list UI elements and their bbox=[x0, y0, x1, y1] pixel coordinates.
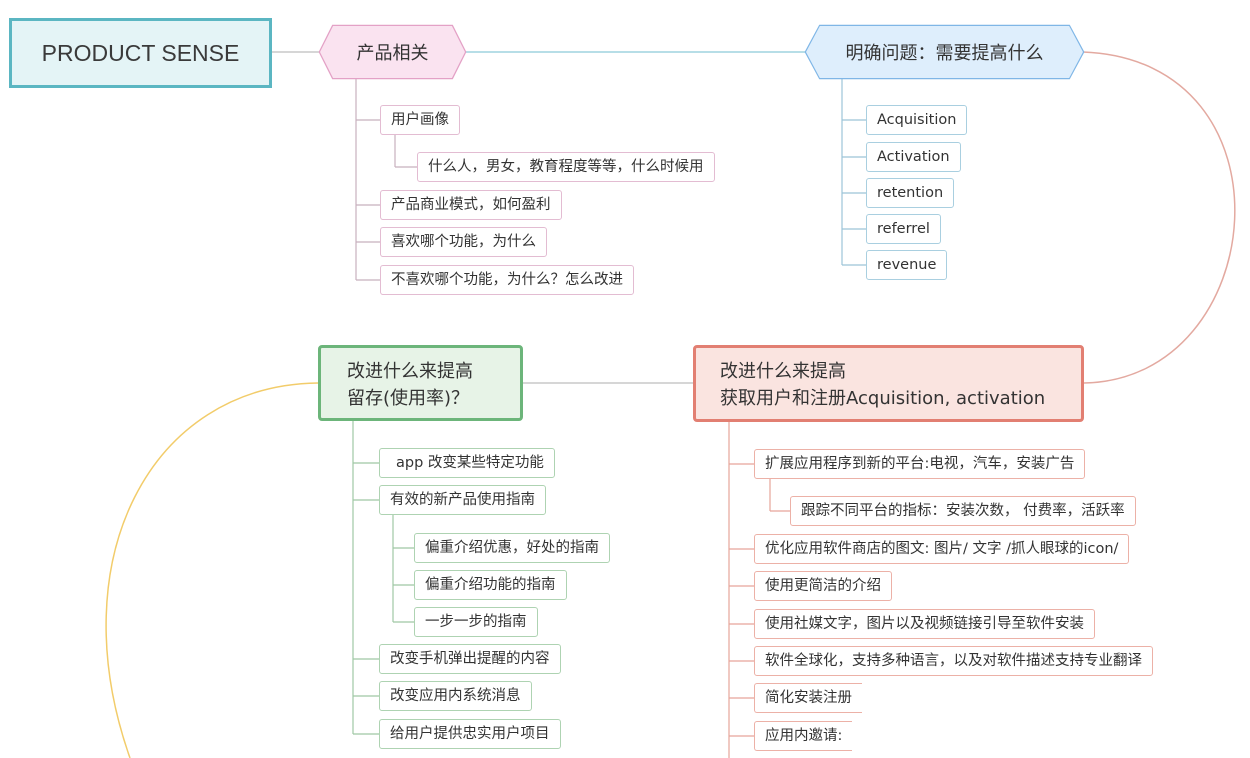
retention-item-label: app 改变某些特定功能 bbox=[396, 455, 544, 471]
product-item-persona-detail[interactable]: 什么人，男女，教育程度等等，什么时候用 bbox=[417, 152, 715, 182]
product-item-business-model[interactable]: 产品商业模式，如何盈利 bbox=[380, 190, 562, 220]
retention-item-label: 改变手机弹出提醒的内容 bbox=[390, 651, 550, 667]
retention-item-system-message[interactable]: 改变应用内系统消息 bbox=[379, 681, 532, 711]
metrics-acquisition-curve bbox=[1082, 51, 1236, 384]
acquisition-node[interactable]: 改进什么来提高 获取用户和注册Acquisition, activation bbox=[693, 345, 1084, 422]
retention-line-2: 留存(使用率)？ bbox=[347, 388, 470, 409]
metrics-item-label: retention bbox=[877, 185, 944, 201]
product-item-persona[interactable]: 用户画像 bbox=[380, 105, 460, 135]
acquisition-item-globalization[interactable]: 软件全球化，支持多种语言，以及对软件描述支持专业翻译 bbox=[754, 646, 1153, 676]
metrics-item-label: referrel bbox=[877, 221, 930, 237]
root-node[interactable]: PRODUCT SENSE bbox=[9, 18, 272, 88]
acquisition-item-social-media[interactable]: 使用社媒文字，图片以及视频链接引导至软件安装 bbox=[754, 609, 1095, 639]
acquisition-item-label: 使用社媒文字，图片以及视频链接引导至软件安装 bbox=[765, 616, 1084, 632]
acquisition-item-concise-intro[interactable]: 使用更简洁的介绍 bbox=[754, 571, 892, 601]
retention-line-1: 改进什么来提高 bbox=[347, 361, 473, 382]
product-node[interactable]: 产品相关 bbox=[320, 26, 465, 78]
metrics-tree-lines bbox=[841, 78, 866, 266]
acquisition-item-label: 软件全球化，支持多种语言，以及对软件描述支持专业翻译 bbox=[765, 653, 1142, 669]
acquisition-item-label: 优化应用软件商店的图文: 图片/ 文字 /抓人眼球的icon/ bbox=[765, 541, 1119, 557]
retention-item-label: 偏重介绍优惠，好处的指南 bbox=[425, 540, 599, 556]
acquisition-line-1: 改进什么来提高 bbox=[720, 361, 846, 382]
metrics-item-retention[interactable]: retention bbox=[866, 178, 955, 208]
acquisition-line-2: 获取用户和注册Acquisition, activation bbox=[720, 388, 1046, 409]
product-item-label: 不喜欢哪个功能，为什么？怎么改进 bbox=[391, 272, 623, 288]
metrics-item-activation[interactable]: Activation bbox=[866, 142, 961, 172]
metrics-item-label: Activation bbox=[877, 149, 950, 165]
retention-item-push-content[interactable]: 改变手机弹出提醒的内容 bbox=[379, 644, 561, 674]
product-item-label: 用户画像 bbox=[391, 112, 449, 128]
retention-item-label: 给用户提供忠实用户项目 bbox=[390, 726, 550, 742]
product-item-disliked-feature[interactable]: 不喜欢哪个功能，为什么？怎么改进 bbox=[380, 265, 634, 295]
acquisition-item-label: 跟踪不同平台的指标：安装次数， 付费率，活跃率 bbox=[801, 503, 1125, 519]
product-item-label: 什么人，男女，教育程度等等，什么时候用 bbox=[428, 159, 704, 175]
metrics-node[interactable]: 明确问题：需要提高什么 bbox=[806, 26, 1083, 78]
metrics-item-label: Acquisition bbox=[877, 112, 957, 128]
acquisition-item-in-app-invite[interactable]: 应用内邀请: bbox=[754, 721, 853, 751]
retention-tree-lines bbox=[352, 421, 414, 735]
product-item-label: 喜欢哪个功能，为什么 bbox=[391, 234, 536, 250]
retention-node[interactable]: 改进什么来提高 留存(使用率)？ bbox=[318, 345, 523, 421]
acquisition-item-label: 应用内邀请: bbox=[765, 728, 843, 744]
metrics-label: 明确问题：需要提高什么 bbox=[845, 43, 1044, 64]
retention-item-label: 偏重介绍功能的指南 bbox=[425, 577, 556, 593]
retention-item-change-feature[interactable]: app 改变某些特定功能 bbox=[379, 448, 555, 478]
retention-item-label: 一步一步的指南 bbox=[425, 614, 527, 630]
retention-item-label: 有效的新产品使用指南 bbox=[390, 492, 535, 508]
retention-item-benefit-guide[interactable]: 偏重介绍优惠，好处的指南 bbox=[414, 533, 610, 563]
retention-item-feature-guide[interactable]: 偏重介绍功能的指南 bbox=[414, 570, 567, 600]
retention-item-onboarding[interactable]: 有效的新产品使用指南 bbox=[379, 485, 546, 515]
metrics-item-referrel[interactable]: referrel bbox=[866, 214, 941, 244]
acquisition-item-label: 使用更简洁的介绍 bbox=[765, 578, 881, 594]
metrics-item-acquisition[interactable]: Acquisition bbox=[866, 105, 968, 135]
product-item-label: 产品商业模式，如何盈利 bbox=[391, 197, 551, 213]
retention-item-step-guide[interactable]: 一步一步的指南 bbox=[414, 607, 538, 637]
product-item-liked-feature[interactable]: 喜欢哪个功能，为什么 bbox=[380, 227, 547, 257]
acquisition-item-new-platforms[interactable]: 扩展应用程序到新的平台:电视，汽车，安装广告 bbox=[754, 449, 1086, 479]
acquisition-tree-lines bbox=[728, 422, 790, 758]
acquisition-item-label: 简化安装注册 bbox=[765, 690, 852, 706]
acquisition-item-simplify-signup[interactable]: 简化安装注册 bbox=[754, 683, 862, 713]
product-label: 产品相关 bbox=[356, 43, 429, 64]
retention-offpage-curve bbox=[105, 382, 319, 758]
acquisition-item-label: 扩展应用程序到新的平台:电视，汽车，安装广告 bbox=[765, 456, 1075, 472]
retention-item-label: 改变应用内系统消息 bbox=[390, 688, 521, 704]
retention-item-loyalty-program[interactable]: 给用户提供忠实用户项目 bbox=[379, 719, 561, 749]
product-tree-lines bbox=[355, 78, 417, 281]
metrics-item-label: revenue bbox=[877, 257, 937, 273]
metrics-item-revenue[interactable]: revenue bbox=[866, 250, 948, 280]
acquisition-item-store-optimization[interactable]: 优化应用软件商店的图文: 图片/ 文字 /抓人眼球的icon/ bbox=[754, 534, 1130, 564]
acquisition-item-track-metrics[interactable]: 跟踪不同平台的指标：安装次数， 付费率，活跃率 bbox=[790, 496, 1136, 526]
root-label: PRODUCT SENSE bbox=[41, 39, 240, 66]
